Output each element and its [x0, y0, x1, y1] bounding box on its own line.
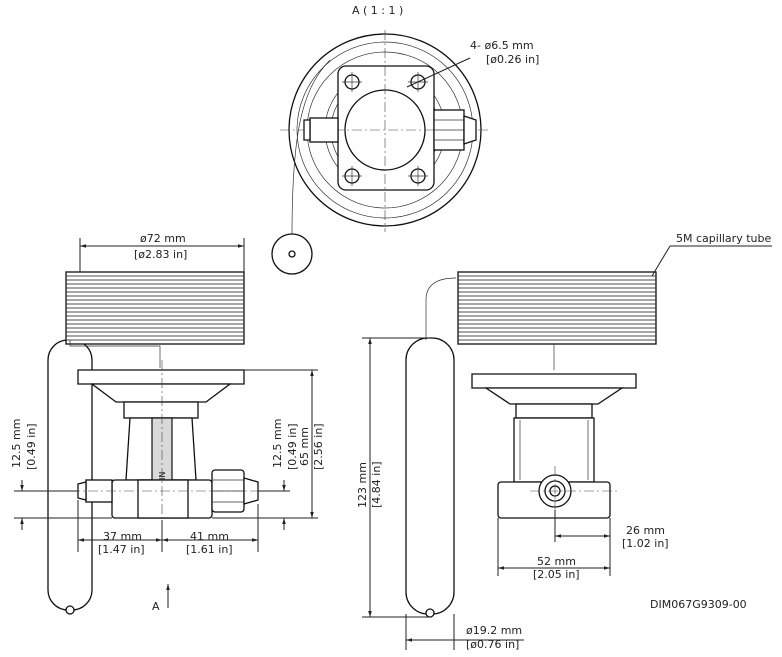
hole-dim-in: [ø0.26 in]: [486, 53, 539, 66]
capillary-leader: [651, 245, 671, 277]
front-view: IN: [47, 271, 270, 615]
dim-12-5-left-mm: 12.5 mm: [10, 419, 23, 468]
dim-37-in: [1.47 in]: [98, 543, 145, 556]
top-view: [271, 30, 490, 275]
dim-19-mm: ø19.2 mm: [466, 624, 522, 637]
dim-26-mm: 26 mm: [626, 524, 665, 537]
dim-123-mm: 123 mm: [356, 462, 369, 508]
dim-12-5-right-in: [0.49 in]: [286, 423, 299, 470]
dim-19-in: [ø0.76 in]: [466, 638, 519, 651]
dim-41-mm: 41 mm: [190, 530, 229, 543]
dim-12-5-left-in: [0.49 in]: [25, 423, 38, 470]
dim-52-in: [2.05 in]: [533, 568, 580, 581]
dim-65-mm: 65 mm: [298, 427, 311, 466]
dim-72-mm: ø72 mm: [140, 232, 186, 245]
side-view: [405, 271, 657, 618]
hole-dim-mm: 4- ø6.5 mm: [470, 39, 534, 52]
dim-41-in: [1.61 in]: [186, 543, 233, 556]
dim-12-5-right-mm: 12.5 mm: [271, 419, 284, 468]
dim-65-in: [2.56 in]: [312, 423, 325, 470]
drawing-id: DIM067G9309-00: [650, 598, 747, 611]
svg-text:IN: IN: [158, 472, 167, 480]
hole-leader: [406, 57, 471, 88]
dim-123-in: [4.84 in]: [370, 461, 383, 508]
view-arrow-label: A: [152, 600, 160, 613]
dim-37-mm: 37 mm: [103, 530, 142, 543]
dim-26-in: [1.02 in]: [622, 537, 669, 550]
dim-72-in: [ø2.83 in]: [134, 248, 187, 261]
dim-52-mm: 52 mm: [537, 555, 576, 568]
capillary-label: 5M capillary tube: [676, 232, 771, 245]
view-title: A ( 1 : 1 ): [352, 4, 403, 17]
